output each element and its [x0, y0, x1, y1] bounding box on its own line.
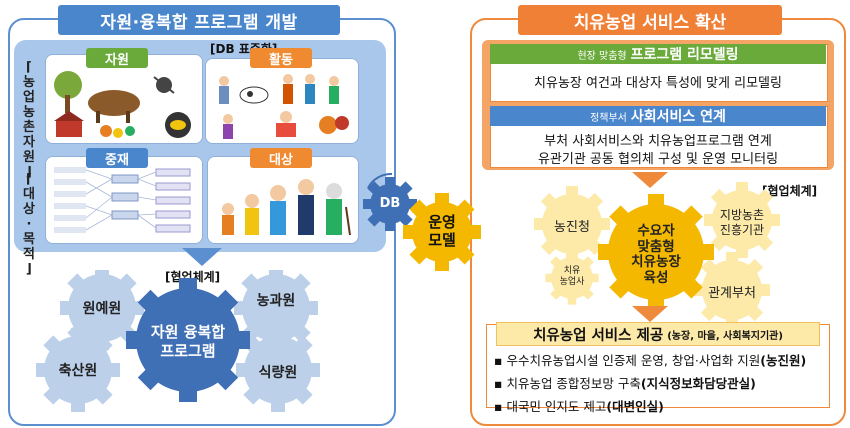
service-item: ▪ 치유농업 종합정보망 구축(지식정보화담당관실) [494, 376, 756, 391]
service-list: ▪ 우수치유농업시설 인증제 운영, 창업·사업화 지원(농진원) ▪ 치유농업… [494, 350, 824, 415]
remodeling-title: 프로그램 리모델링 [630, 47, 739, 63]
gear-livestock: 축산원 [58, 363, 98, 379]
right-gear-cluster [534, 182, 780, 322]
service-header: 치유농업 서비스 제공 (농장, 마을, 사회복지기관) [496, 322, 820, 346]
gear-center-right: 수요자 맞춤형 치유농장 육성 [631, 223, 681, 286]
operation-model-label: 운영 모델 [428, 213, 456, 249]
side-label-char: 적 [23, 247, 35, 262]
db-gear-label: DB [379, 196, 401, 211]
card-intervention [45, 156, 203, 244]
tag-intervention: 중재 [86, 148, 148, 168]
side-label-char: 대 [23, 187, 35, 202]
side-label-char: 농 [23, 75, 35, 90]
gear-crop: 식량원 [258, 365, 298, 381]
gear-therapist: 치유 농업사 [559, 266, 585, 287]
tag-target: 대상 [250, 148, 312, 168]
intervention-diagram [46, 157, 202, 243]
gear-rda: 농진청 [554, 220, 590, 235]
remodeling-header-bar [490, 44, 826, 64]
cooperation-label-right: [협업체계] [762, 184, 818, 198]
service-title: 치유농업 서비스 제공 [533, 327, 664, 344]
side-label-char: ⌈ [26, 172, 32, 187]
social-text-2: 유관기관 공동 협의체 구성 및 운영 모니터링 [537, 152, 779, 167]
activity-illustration [206, 59, 358, 143]
remodeling-text: 치유농장 여건과 대상자 특성에 맞게 리모델링 [534, 76, 782, 91]
card-target [207, 156, 359, 244]
side-label-char: ⌋ [26, 165, 32, 180]
card-activity [205, 58, 359, 144]
social-header: 정책부서 사회서비스 연계 [490, 106, 826, 126]
social-small: 정책부서 [590, 112, 627, 124]
service-item: ▪ 우수치유농업시설 인증제 운영, 창업·사업화 지원(농진원) [494, 353, 807, 368]
side-label-char: ⌋ [26, 262, 32, 277]
gear-horticulture: 원예원 [82, 301, 122, 317]
down-arrow-right-bottom [632, 306, 668, 322]
remodeling-small: 현장 맞춤형 [577, 50, 627, 62]
side-label-char: · [26, 217, 32, 232]
service-subtitle: (농장, 마을, 사회복지기관) [667, 330, 783, 342]
down-arrow-left [182, 248, 222, 266]
remodeling-header: 현장 맞춤형 프로그램 리모델링 [490, 44, 826, 64]
gear-local-agency: 지방농촌 진흥기관 [719, 208, 765, 237]
left-gear-cluster [36, 270, 320, 412]
card-resource [45, 54, 203, 144]
social-title: 사회서비스 연계 [630, 109, 726, 125]
side-label-char: 원 [23, 150, 35, 165]
right-title: 치유농업 서비스 확산 [518, 5, 782, 35]
side-label-char: 농 [23, 105, 35, 120]
tag-resource: 자원 [86, 48, 148, 68]
gear-ministries: 관계부처 [708, 286, 756, 301]
side-label-char: 자 [23, 135, 35, 150]
side-label-char: 상 [23, 202, 35, 217]
side-label-char: 업 [23, 90, 35, 105]
gear-center-left: 자원 융복합 프로그램 [150, 323, 226, 360]
social-text-1: 부처 사회서비스와 치유농업프로그램 연계 [544, 134, 772, 149]
social-header-bar [490, 106, 826, 126]
service-item: ▪ 대국민 인지도 제고(대변인실) [494, 399, 664, 414]
left-title: 자원·융복합 프로그램 개발 [58, 5, 340, 35]
down-arrow-right-top [632, 172, 668, 188]
side-label-char: 목 [23, 232, 35, 247]
middle-gears [363, 172, 481, 271]
farm-illustration [46, 55, 202, 143]
side-label-char: ⌈ [26, 60, 32, 75]
tag-activity: 활동 [250, 48, 312, 68]
people-illustration [208, 157, 358, 243]
cooperation-label-left: [협업체계] [165, 270, 221, 284]
side-label-char: 촌 [23, 120, 35, 135]
gear-agri-science: 농과원 [256, 293, 296, 309]
